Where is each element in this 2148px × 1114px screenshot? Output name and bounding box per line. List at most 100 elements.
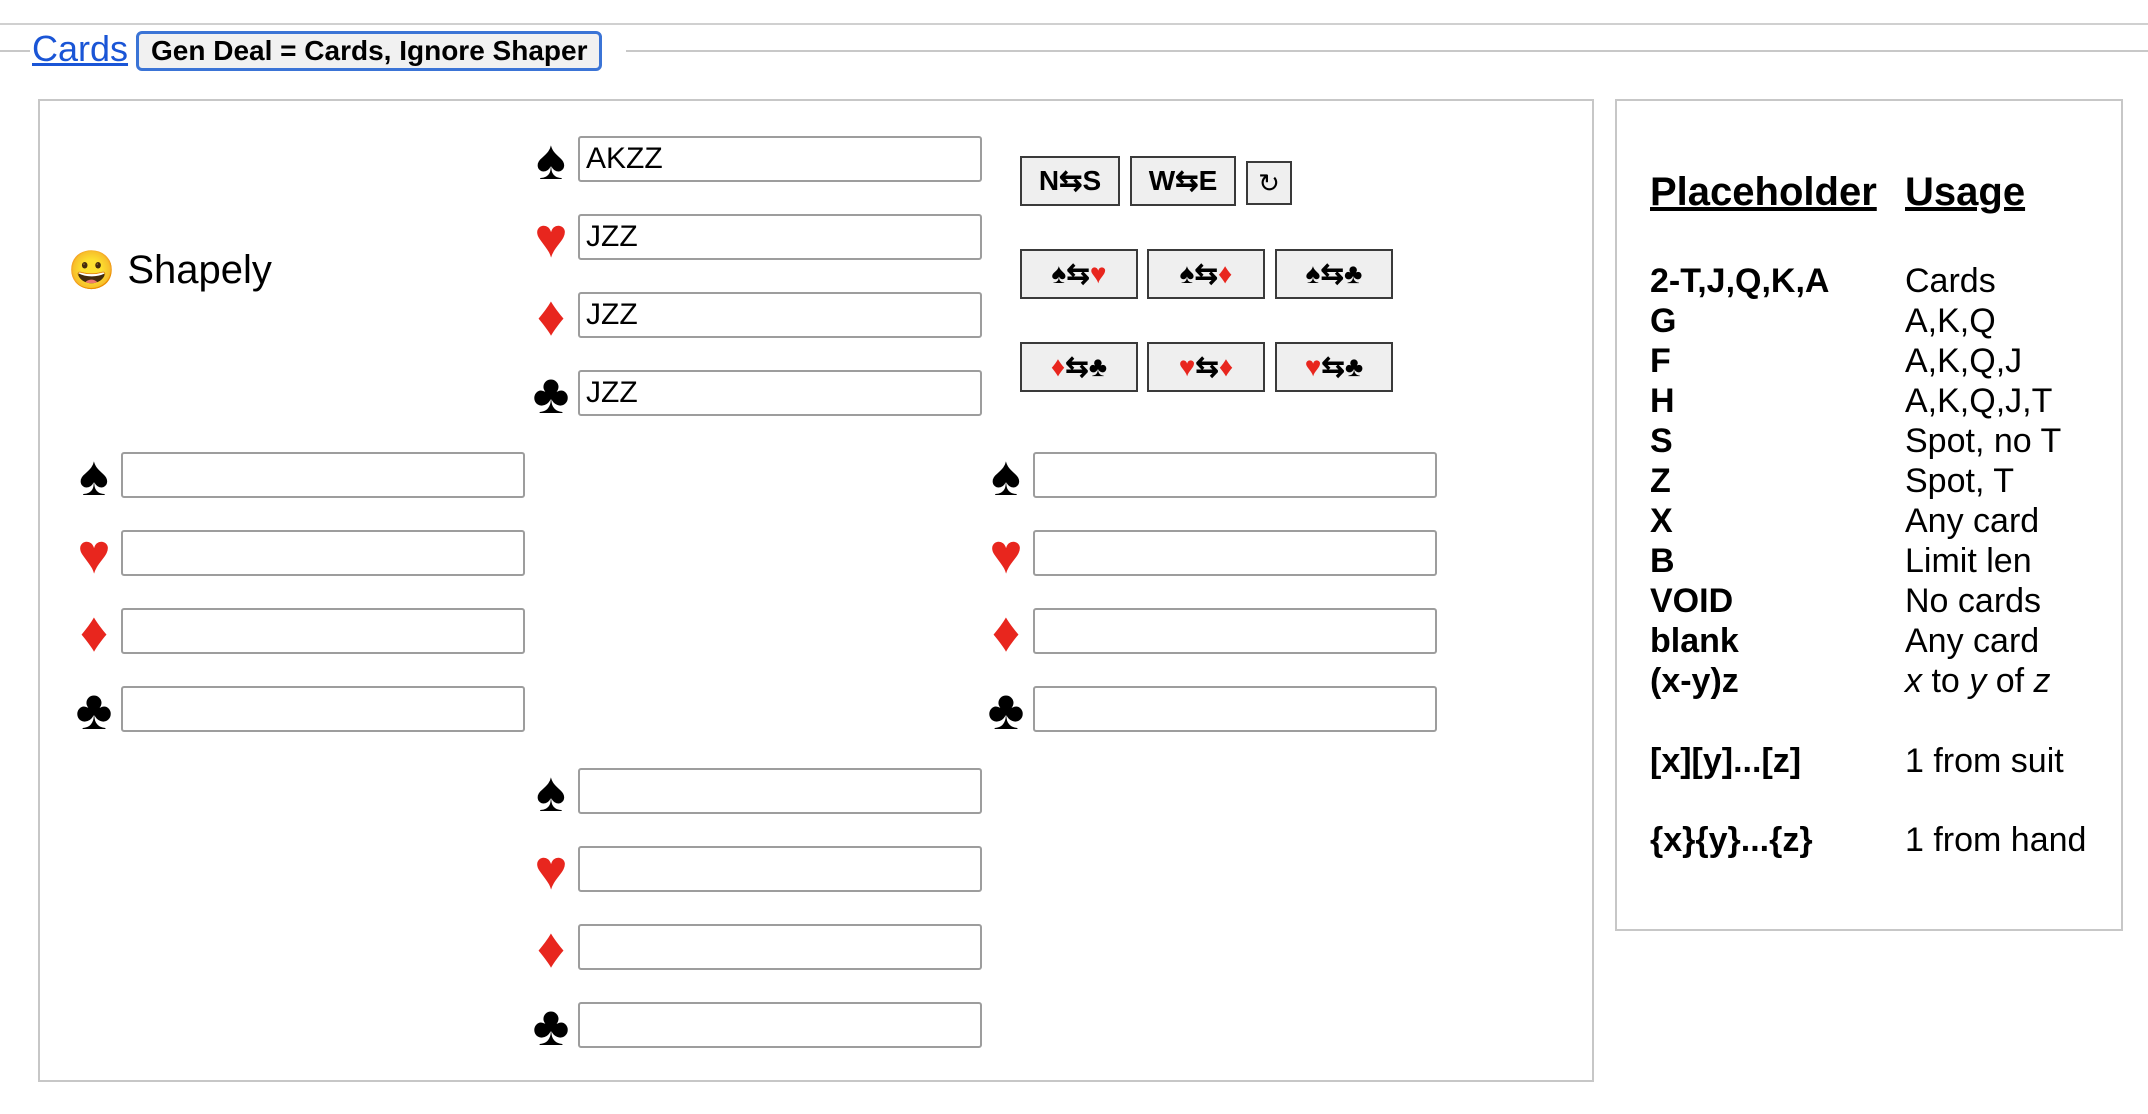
usage-cell: x to y of z	[1905, 661, 2125, 701]
placeholder-cell: H	[1650, 382, 1675, 420]
shape-status-label: Shapely	[127, 248, 272, 292]
swap-spades-clubs-button[interactable]: ♠⇆♣	[1275, 249, 1393, 299]
swap-arrow-icon: ⇆	[1320, 258, 1344, 289]
club-icon: ♣	[75, 678, 113, 741]
swap-hearts-diamonds-button[interactable]: ♥⇆♦	[1147, 342, 1265, 392]
grinning-face-icon: 😀	[68, 249, 116, 292]
west-spades-input[interactable]	[121, 452, 525, 498]
usage-cell: A,K,Q	[1905, 302, 1996, 340]
usage-cell: A,K,Q,J,T	[1905, 382, 2053, 420]
swap-arrow-icon: ⇆	[1195, 351, 1219, 382]
usage-cell: Any card	[1905, 502, 2040, 540]
spade-icon: ♠	[536, 128, 566, 191]
diamond-icon: ♦	[1050, 351, 1066, 382]
placeholder-cell: Z	[1650, 462, 1671, 500]
placeholder-help-panel	[1615, 99, 2123, 931]
rotate-icon[interactable]: ↻	[1246, 161, 1292, 205]
placeholder-column-header: Placeholder	[1650, 170, 1877, 214]
usage-cell: Spot, T	[1905, 462, 2014, 500]
swap-north-south-button[interactable]: N⇆S	[1020, 156, 1120, 206]
club-icon: ♣	[1343, 258, 1363, 289]
placeholder-cell: S	[1650, 422, 1673, 460]
fieldset-border-right	[626, 50, 2148, 52]
club-icon: ♣	[1088, 351, 1108, 382]
south-clubs-input[interactable]	[578, 1002, 982, 1048]
spade-icon: ♠	[1179, 258, 1195, 289]
usage-cell: Limit len	[1905, 542, 2032, 580]
swap-arrow-icon: ⇆	[1194, 258, 1219, 289]
usage-cell: Cards	[1905, 262, 1996, 300]
diamond-icon: ♦	[536, 284, 566, 347]
spade-icon: ♠	[991, 444, 1021, 507]
usage-cell: No cards	[1905, 582, 2042, 620]
swap-arrow-icon: ⇆	[1065, 351, 1089, 382]
usage-var-z: z	[2033, 662, 2051, 700]
usage-text: of	[1986, 662, 2034, 700]
heart-icon: ♥	[989, 522, 1023, 585]
spade-icon: ♠	[79, 444, 109, 507]
heart-icon: ♥	[1089, 258, 1107, 289]
north-hearts-input[interactable]	[578, 214, 982, 260]
placeholder-cell: VOID	[1650, 582, 1734, 620]
south-spades-input[interactable]	[578, 768, 982, 814]
diamond-icon: ♦	[79, 600, 109, 663]
swap-hearts-clubs-button[interactable]: ♥⇆♣	[1275, 342, 1393, 392]
heart-icon: ♥	[77, 522, 111, 585]
swap-diamonds-clubs-button[interactable]: ♦⇆♣	[1020, 342, 1138, 392]
top-divider	[0, 23, 2148, 25]
swap-west-east-button[interactable]: W⇆E	[1130, 156, 1236, 206]
diamond-icon: ♦	[536, 916, 566, 979]
diamond-icon: ♦	[1218, 258, 1233, 289]
usage-text: to	[1922, 662, 1970, 700]
placeholder-cell: G	[1650, 302, 1677, 340]
gen-deal-button[interactable]: Gen Deal = Cards, Ignore Shaper	[136, 31, 603, 71]
usage-var-y: y	[1969, 662, 1987, 700]
usage-cell: 1 from suit	[1905, 742, 2064, 780]
west-hearts-input[interactable]	[121, 530, 525, 576]
swap-spades-diamonds-button[interactable]: ♠⇆♦	[1147, 249, 1265, 299]
heart-icon: ♥	[534, 206, 568, 269]
placeholder-cell: F	[1650, 342, 1671, 380]
usage-cell: 1 from hand	[1905, 821, 2087, 859]
usage-var-x: x	[1905, 662, 1922, 700]
placeholder-cell: 2-T,J,Q,K,A	[1650, 262, 1830, 300]
shape-status: 😀 Shapely	[68, 248, 272, 293]
diamond-icon: ♦	[991, 600, 1021, 663]
usage-cell: Spot, no T	[1905, 422, 2062, 460]
north-spades-input[interactable]	[578, 136, 982, 182]
club-icon: ♣	[987, 678, 1025, 741]
north-clubs-input[interactable]	[578, 370, 982, 416]
west-diamonds-input[interactable]	[121, 608, 525, 654]
north-diamonds-input[interactable]	[578, 292, 982, 338]
spade-icon: ♠	[536, 760, 566, 823]
cards-link[interactable]: Cards	[30, 27, 131, 71]
usage-cell: A,K,Q,J	[1905, 342, 2023, 380]
placeholder-cell: [x][y]...[z]	[1650, 742, 1802, 780]
placeholder-cell: X	[1650, 502, 1673, 540]
west-clubs-input[interactable]	[121, 686, 525, 732]
east-clubs-input[interactable]	[1033, 686, 1437, 732]
placeholder-cell: {x}{y}...{z}	[1650, 821, 1813, 859]
swap-arrow-icon: ⇆	[1066, 258, 1090, 289]
east-hearts-input[interactable]	[1033, 530, 1437, 576]
usage-cell: Any card	[1905, 622, 2040, 660]
heart-icon: ♥	[1178, 351, 1196, 382]
club-icon: ♣	[532, 994, 570, 1057]
club-icon: ♣	[532, 362, 570, 425]
placeholder-cell: (x-y)z	[1650, 662, 1739, 700]
spade-icon: ♠	[1051, 258, 1067, 289]
east-diamonds-input[interactable]	[1033, 608, 1437, 654]
spade-icon: ♠	[1305, 258, 1321, 289]
swap-arrow-icon: ⇆	[1321, 351, 1345, 382]
south-hearts-input[interactable]	[578, 846, 982, 892]
placeholder-cell: B	[1650, 542, 1675, 580]
swap-spades-hearts-button[interactable]: ♠⇆♥	[1020, 249, 1138, 299]
placeholder-cell: blank	[1650, 622, 1739, 660]
fieldset-border	[0, 50, 30, 52]
diamond-icon: ♦	[1218, 351, 1234, 382]
club-icon: ♣	[1344, 351, 1364, 382]
usage-column-header: Usage	[1905, 170, 2026, 214]
south-diamonds-input[interactable]	[578, 924, 982, 970]
heart-icon: ♥	[1304, 351, 1322, 382]
east-spades-input[interactable]	[1033, 452, 1437, 498]
